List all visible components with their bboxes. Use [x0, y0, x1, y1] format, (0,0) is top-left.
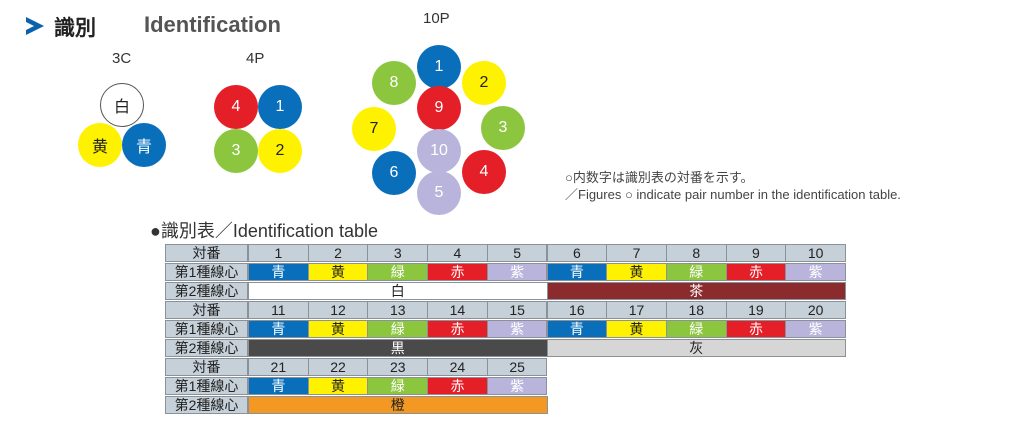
first-conductor-color-cell: 青 [248, 263, 309, 281]
row-label-first: 第1種線心 [165, 263, 248, 281]
pair-number-cell: 9 [725, 244, 787, 262]
conductor-circle: 4 [214, 85, 258, 129]
pair-number-cell: 21 [248, 358, 309, 376]
row-label-first: 第1種線心 [165, 377, 248, 395]
first-conductor-color-cell: 青 [546, 263, 608, 281]
conductor-circle: 1 [417, 45, 461, 89]
pair-number-cell: 17 [606, 301, 667, 319]
pair-number-cell: 6 [546, 244, 608, 262]
pair-number-cell: 2 [307, 244, 369, 262]
first-conductor-color-cell: 緑 [665, 263, 727, 281]
first-conductor-color-cell: 紫 [486, 377, 548, 395]
second-conductor-color-cell: 茶 [546, 282, 846, 300]
conductor-circle: 6 [372, 151, 416, 195]
first-conductor-color-cell: 青 [546, 320, 608, 338]
pair-number-cell: 4 [427, 244, 488, 262]
pair-number-cell: 25 [486, 358, 548, 376]
conductor-circle: 10 [417, 129, 461, 173]
row-label-pair: 対番 [165, 301, 248, 319]
row-label-first: 第1種線心 [165, 320, 248, 338]
conductor-circle: 2 [258, 129, 302, 173]
pair-number-cell: 1 [248, 244, 309, 262]
row-label-pair: 対番 [165, 244, 248, 262]
first-conductor-color-cell: 青 [248, 320, 309, 338]
pair-number-cell: 24 [427, 358, 488, 376]
pair-number-cell: 8 [665, 244, 727, 262]
first-conductor-color-cell: 赤 [725, 263, 787, 281]
title-jp: 識別 [54, 16, 96, 40]
first-conductor-color-cell: 黄 [307, 263, 369, 281]
pair-number-cell: 5 [486, 244, 548, 262]
first-conductor-color-cell: 紫 [486, 320, 548, 338]
title-en: Identification [144, 12, 281, 37]
first-conductor-color-cell: 紫 [785, 263, 846, 281]
first-conductor-color-cell: 緑 [367, 263, 429, 281]
pair-number-cell: 10 [785, 244, 846, 262]
conductor-circle: 3 [214, 129, 258, 173]
conductor-circle: 白 [100, 83, 144, 127]
pair-number-cell: 23 [367, 358, 429, 376]
pair-number-cell: 12 [307, 301, 369, 319]
row-label-second: 第2種線心 [165, 339, 248, 357]
first-conductor-color-cell: 緑 [367, 320, 429, 338]
second-conductor-color-cell: 灰 [546, 339, 846, 357]
second-conductor-color-cell: 橙 [248, 396, 548, 414]
pair-number-cell: 16 [546, 301, 608, 319]
pair-number-cell: 13 [367, 301, 429, 319]
pair-number-cell: 3 [367, 244, 429, 262]
first-conductor-color-cell: 緑 [665, 320, 727, 338]
first-conductor-color-cell: 赤 [725, 320, 787, 338]
first-conductor-color-cell: 緑 [367, 377, 429, 395]
conductor-circle: 7 [352, 107, 396, 151]
conductor-circle: 2 [462, 61, 506, 105]
note-jp: ○内数字は識別表の対番を示す。 [565, 170, 754, 185]
conductor-circle: 黄 [78, 123, 122, 167]
pair-number-cell: 7 [606, 244, 667, 262]
pair-number-cell: 11 [248, 301, 309, 319]
row-label-pair: 対番 [165, 358, 248, 376]
first-conductor-color-cell: 赤 [427, 263, 488, 281]
conductor-circle: 3 [481, 106, 525, 150]
first-conductor-color-cell: 赤 [427, 377, 488, 395]
pair-number-cell: 18 [665, 301, 727, 319]
conductor-circle: 1 [258, 85, 302, 129]
row-label-second: 第2種線心 [165, 282, 248, 300]
first-conductor-color-cell: 紫 [785, 320, 846, 338]
first-conductor-color-cell: 黄 [307, 320, 369, 338]
conductor-circle: 9 [417, 86, 461, 130]
conductor-circle: 5 [417, 171, 461, 215]
second-conductor-color-cell: 黒 [248, 339, 548, 357]
note: ○内数字は識別表の対番を示す。 ／Figures ○ indicate pair… [565, 169, 901, 203]
table-title: ●識別表／Identification table [150, 221, 378, 241]
diagram-label-10p: 10P [423, 10, 450, 27]
conductor-circle: 4 [462, 150, 506, 194]
diagram-label-4p: 4P [246, 50, 265, 67]
pair-number-cell: 19 [725, 301, 787, 319]
conductor-circle: 青 [122, 123, 166, 167]
first-conductor-color-cell: 黄 [307, 377, 369, 395]
pair-number-cell: 22 [307, 358, 369, 376]
row-label-second: 第2種線心 [165, 396, 248, 414]
pair-number-cell: 14 [427, 301, 488, 319]
diagram-label-3c: 3C [112, 50, 132, 67]
conductor-circle: 8 [372, 61, 416, 105]
first-conductor-color-cell: 赤 [427, 320, 488, 338]
pair-number-cell: 15 [486, 301, 548, 319]
first-conductor-color-cell: 青 [248, 377, 309, 395]
first-conductor-color-cell: 黄 [606, 320, 667, 338]
second-conductor-color-cell: 白 [248, 282, 548, 300]
section-arrow-icon [26, 17, 44, 35]
pair-number-cell: 20 [785, 301, 846, 319]
first-conductor-color-cell: 黄 [606, 263, 667, 281]
first-conductor-color-cell: 紫 [486, 263, 548, 281]
note-en: ／Figures ○ indicate pair number in the i… [565, 187, 901, 202]
